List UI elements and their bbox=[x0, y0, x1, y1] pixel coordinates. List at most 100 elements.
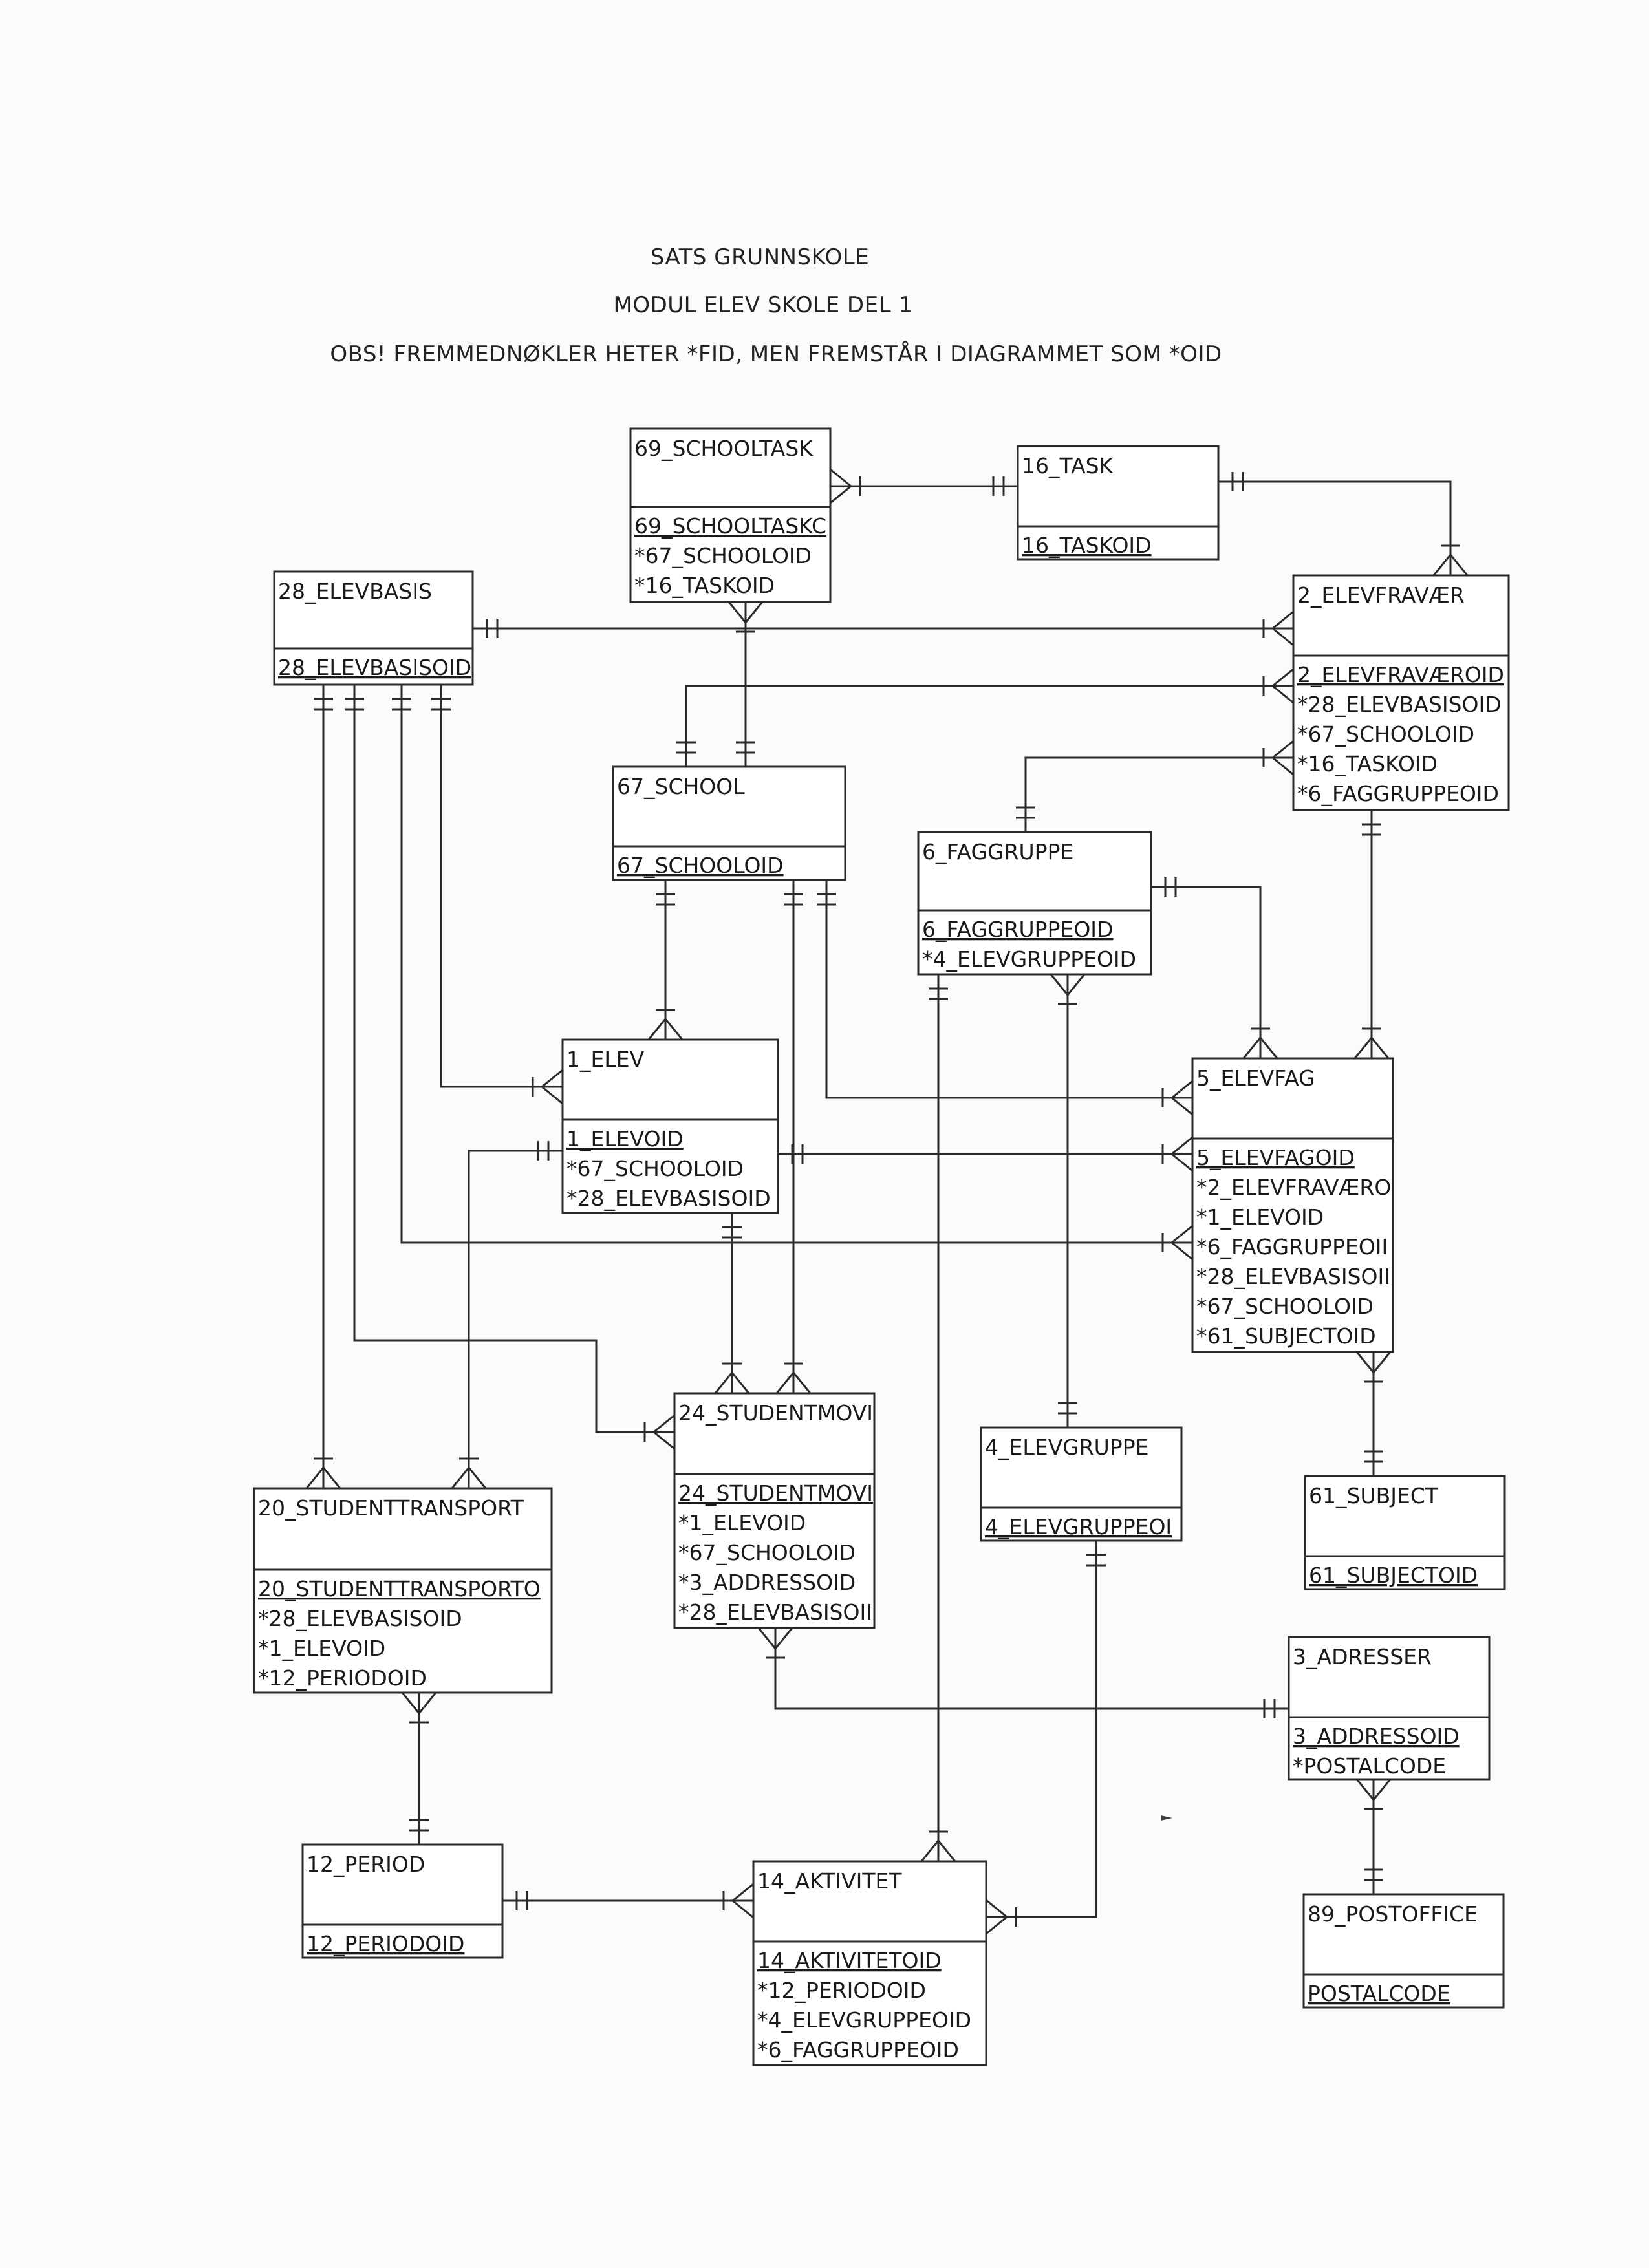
crows-foot-marker bbox=[1272, 610, 1294, 630]
entity-primary-key: 16_TASKOID bbox=[1022, 533, 1152, 558]
entity-postoffice: 89_POSTOFFICE POSTALCODE bbox=[1302, 1893, 1505, 2009]
crows-foot-marker bbox=[1272, 740, 1294, 759]
relationship-line bbox=[1151, 886, 1262, 1058]
crows-foot-marker bbox=[1372, 1779, 1392, 1801]
entity-primary-key: 69_SCHOOLTASKC bbox=[634, 513, 826, 539]
entity-foreign-key: *4_ELEVGRUPPEOID bbox=[922, 947, 1136, 972]
entity-name: 67_SCHOOL bbox=[617, 774, 745, 799]
crows-foot-marker bbox=[1272, 756, 1294, 776]
entity-foreign-key: *12_PERIODOID bbox=[757, 1978, 926, 2003]
relationship-line bbox=[825, 880, 1192, 1099]
crows-foot-marker bbox=[541, 1069, 563, 1088]
crows-foot-marker bbox=[418, 1692, 437, 1714]
crows-foot-marker bbox=[1171, 1136, 1193, 1155]
entity-school: 67_SCHOOL 67_SCHOOLOID bbox=[612, 765, 846, 881]
entity-schooltask: 69_SCHOOLTASK69_SCHOOLTASKC*67_SCHOOLOID… bbox=[629, 427, 832, 603]
crows-foot-marker bbox=[1353, 1037, 1373, 1059]
crows-foot-marker bbox=[1171, 1097, 1193, 1116]
crows-foot-marker bbox=[1272, 685, 1294, 704]
entity-foreign-key: *4_ELEVGRUPPEOID bbox=[757, 2007, 971, 2033]
entity-primary-key: 20_STUDENTTRANSPORTO bbox=[258, 1576, 541, 1601]
entity-name: 16_TASK bbox=[1022, 453, 1114, 478]
entity-foreign-key: *28_ELEVBASISOID bbox=[258, 1606, 462, 1631]
entity-foreign-key: *28_ELEVBASISOII bbox=[678, 1599, 872, 1625]
entity-box bbox=[1017, 445, 1220, 561]
entity-elevfag: 5_ELEVFAG5_ELEVFAGOID*2_ELEVFRAVÆRO*1_EL… bbox=[1191, 1057, 1394, 1353]
entity-name: 1_ELEV bbox=[566, 1047, 645, 1072]
entity-primary-key: 4_ELEVGRUPPEOI bbox=[985, 1514, 1172, 1539]
entity-foreign-key: *2_ELEVFRAVÆRO bbox=[1196, 1175, 1391, 1200]
crows-foot-marker bbox=[1372, 1351, 1392, 1373]
entity-primary-key: 2_ELEVFRAVÆROID bbox=[1297, 662, 1504, 687]
entity-box bbox=[561, 1038, 779, 1214]
entity-name: 5_ELEVFAG bbox=[1196, 1065, 1315, 1091]
entity-primary-key: 14_AKTIVITETOID bbox=[757, 1948, 942, 1973]
crows-foot-marker bbox=[653, 1431, 675, 1450]
entity-name: 4_ELEVGRUPPE bbox=[985, 1435, 1148, 1460]
entity-foreign-key: *61_SUBJECTOID bbox=[1196, 1323, 1376, 1349]
crows-foot-marker bbox=[830, 468, 852, 487]
entity-primary-key: 6_FAGGRUPPEOID bbox=[922, 917, 1113, 942]
crows-foot-marker bbox=[727, 601, 747, 623]
entity-name: 89_POSTOFFICE bbox=[1308, 1901, 1478, 1927]
relationship-line bbox=[353, 685, 674, 1433]
entity-foreign-key: *1_ELEVOID bbox=[678, 1510, 806, 1535]
stray-mark bbox=[1161, 1815, 1172, 1821]
entity-foreign-key: *67_SCHOOLOID bbox=[1196, 1294, 1374, 1319]
crows-foot-marker bbox=[1066, 974, 1086, 996]
crows-foot-marker bbox=[1432, 554, 1452, 576]
crows-foot-marker bbox=[1259, 1037, 1278, 1059]
crows-foot-marker bbox=[731, 1372, 750, 1394]
entity-box bbox=[917, 831, 1152, 976]
relationship-line bbox=[440, 685, 563, 1088]
entity-primary-key: POSTALCODE bbox=[1308, 1981, 1450, 2006]
entity-foreign-key: *6_FAGGRUPPEOII bbox=[1196, 1234, 1388, 1259]
crows-foot-marker bbox=[986, 1899, 1008, 1918]
entity-elev: 1_ELEV1_ELEVOID*67_SCHOOLOID*28_ELEVBASI… bbox=[561, 1038, 779, 1214]
crows-foot-marker bbox=[1272, 668, 1294, 687]
entity-foreign-key: *1_ELEVOID bbox=[258, 1636, 385, 1661]
crows-foot-marker bbox=[920, 1840, 940, 1862]
entity-name: 12_PERIOD bbox=[307, 1852, 425, 1877]
entity-box bbox=[612, 765, 846, 881]
crows-foot-marker bbox=[1171, 1080, 1193, 1099]
crows-foot-marker bbox=[1171, 1153, 1193, 1172]
entity-foreign-key: *28_ELEVBASISOII bbox=[1196, 1264, 1390, 1289]
entity-task: 16_TASK 16_TASKOID bbox=[1017, 445, 1220, 561]
crows-foot-marker bbox=[775, 1372, 795, 1394]
crows-foot-marker bbox=[732, 1899, 754, 1919]
relationship-line bbox=[400, 685, 1192, 1244]
entity-foreign-key: *12_PERIODOID bbox=[258, 1665, 427, 1691]
crows-foot-marker bbox=[774, 1627, 793, 1649]
relationship-line bbox=[774, 1628, 1289, 1710]
crows-foot-marker bbox=[986, 1916, 1008, 1935]
entity-studenttransport: 20_STUDENTTRANSPORT20_STUDENTTRANSPORTO*… bbox=[253, 1487, 553, 1694]
entity-name: 3_ADRESSER bbox=[1293, 1644, 1432, 1669]
entity-primary-key: 67_SCHOOLOID bbox=[617, 853, 784, 878]
crows-foot-marker bbox=[1370, 1037, 1390, 1059]
crows-foot-marker bbox=[937, 1840, 956, 1862]
crows-foot-marker bbox=[744, 601, 764, 623]
entity-primary-key: 12_PERIODOID bbox=[307, 1931, 464, 1956]
entity-box bbox=[1302, 1893, 1505, 2009]
entity-primary-key: 28_ELEVBASISOID bbox=[278, 655, 471, 680]
entity-name: 61_SUBJECT bbox=[1309, 1483, 1439, 1508]
diagram-title: SATS GRUNNSKOLE bbox=[650, 244, 870, 270]
entity-elevfravaer: 2_ELEVFRAVÆR2_ELEVFRAVÆROID*28_ELEVBASIS… bbox=[1292, 574, 1510, 811]
crows-foot-marker bbox=[647, 1018, 667, 1040]
entity-box bbox=[673, 1392, 876, 1629]
entity-box bbox=[1292, 574, 1510, 811]
entity-foreign-key: *28_ELEVBASISOID bbox=[566, 1186, 771, 1211]
entity-faggruppe: 6_FAGGRUPPE6_FAGGRUPPEOID*4_ELEVGRUPPEOI… bbox=[917, 831, 1152, 976]
entity-foreign-key: *6_FAGGRUPPEOID bbox=[1297, 781, 1499, 806]
entity-period: 12_PERIOD 12_PERIODOID bbox=[301, 1843, 504, 1959]
entity-box bbox=[629, 427, 832, 603]
entity-foreign-key: *6_FAGGRUPPEOID bbox=[757, 2037, 959, 2062]
entity-box bbox=[980, 1426, 1183, 1542]
entity-foreign-key: *3_ADDRESSOID bbox=[678, 1570, 856, 1595]
crows-foot-marker bbox=[792, 1372, 812, 1394]
relationship-line bbox=[468, 1150, 563, 1488]
entity-box bbox=[1191, 1057, 1394, 1353]
